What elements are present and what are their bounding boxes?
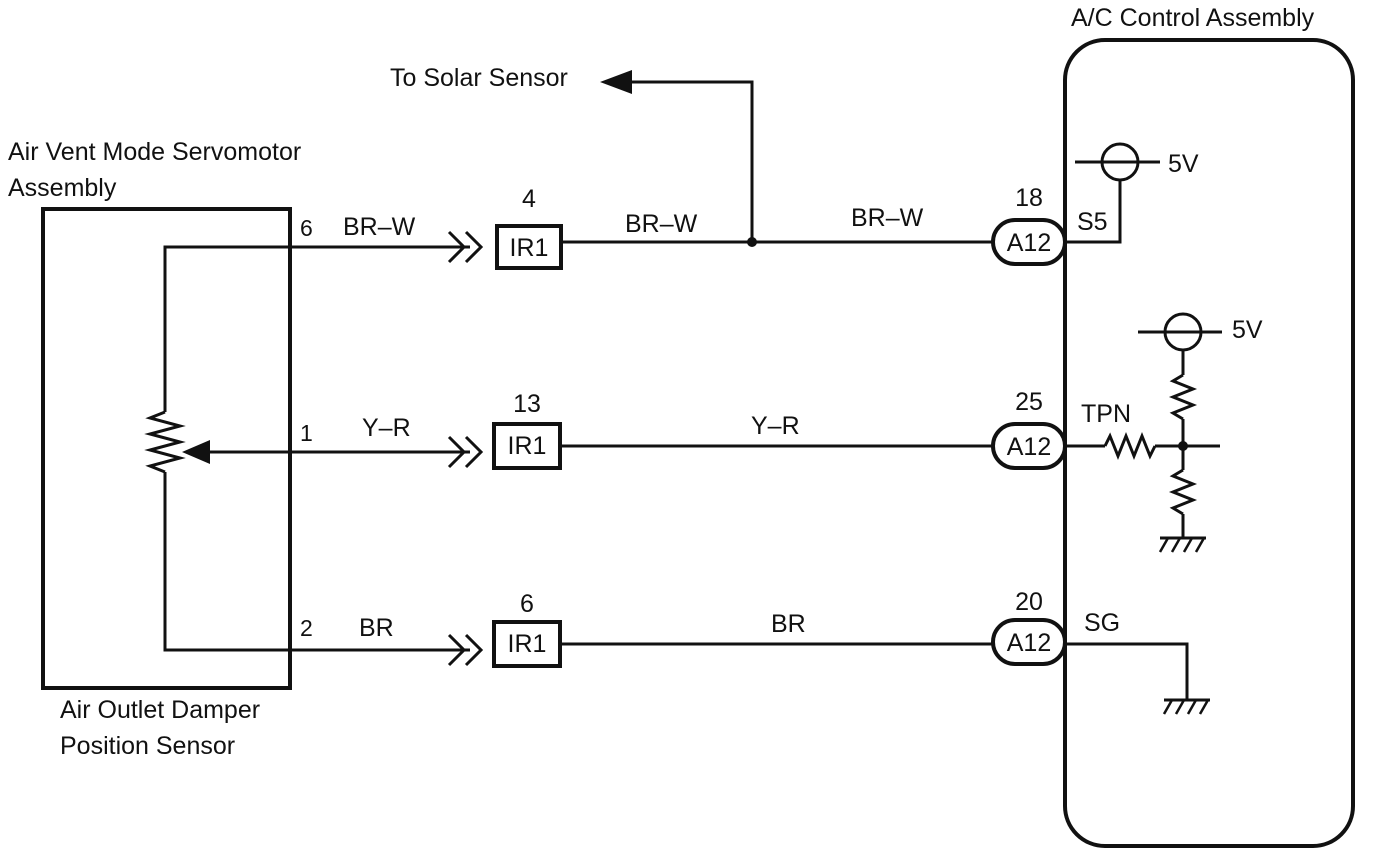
pin-number-6: 6 — [300, 215, 313, 241]
s5-circuit: S5 5V — [1065, 142, 1199, 244]
supply-5v-label: 5V — [1168, 150, 1199, 178]
ir1-connector-label: IR1 — [508, 432, 547, 460]
a12-pin-number: 20 — [1015, 588, 1043, 616]
sensor-label-line1: Air Outlet Damper — [60, 696, 260, 724]
wire-color-label: Y–R — [362, 414, 411, 442]
ir1-connector-label: IR1 — [510, 234, 549, 262]
a12-connector-label: A12 — [1007, 629, 1051, 657]
pin-number-2: 2 — [300, 615, 313, 641]
wire-color-label-right: BR–W — [851, 204, 924, 232]
arrow-left-icon — [600, 70, 632, 94]
wire-row-br-w: BR–W 4 IR1 BR–W BR–W 18 A12 — [290, 70, 1067, 270]
ir1-connector-label: IR1 — [508, 630, 547, 658]
tpn-circuit: TPN 5V — [1065, 312, 1263, 553]
wire-color-label: BR–W — [343, 213, 416, 241]
ir1-pin-number: 6 — [520, 590, 534, 618]
a12-connector-label: A12 — [1007, 433, 1051, 461]
ac-control-box — [1063, 38, 1355, 848]
servomotor-title-line1: Air Vent Mode Servomotor — [8, 138, 301, 166]
pin-number-1: 1 — [300, 420, 313, 446]
wire-row-br: BR 6 IR1 BR 20 A12 — [290, 588, 1067, 668]
ir1-connector-box — [495, 224, 563, 270]
terminal-s5: S5 — [1077, 208, 1108, 236]
a12-connector-label: A12 — [1007, 229, 1051, 257]
wire-color-label-mid: Y–R — [751, 412, 800, 440]
servomotor-box — [41, 207, 292, 690]
a12-pin-number: 25 — [1015, 388, 1043, 416]
ac-control-title: A/C Control Assembly — [1071, 4, 1315, 32]
ground-icon — [1162, 698, 1210, 715]
supply-5v-label: 5V — [1232, 316, 1263, 344]
terminal-sg: SG — [1084, 609, 1120, 637]
wire-color-label-mid: BR–W — [625, 210, 698, 238]
servomotor-title-line2: Assembly — [8, 174, 117, 202]
wire-color-label: BR — [359, 614, 394, 642]
ir1-pin-number: 13 — [513, 390, 541, 418]
potentiometer — [144, 245, 290, 652]
terminal-tpn: TPN — [1081, 400, 1131, 428]
ir1-pin-number: 4 — [522, 185, 536, 213]
ground-icon — [1158, 536, 1206, 553]
a12-pin-number: 18 — [1015, 184, 1043, 212]
sg-circuit: SG — [1065, 609, 1210, 715]
wire-row-y-r: Y–R 13 IR1 Y–R 25 A12 — [290, 388, 1067, 470]
sensor-label-line2: Position Sensor — [60, 732, 235, 760]
solar-sensor-label: To Solar Sensor — [390, 64, 568, 92]
wire-color-label-mid: BR — [771, 610, 806, 638]
